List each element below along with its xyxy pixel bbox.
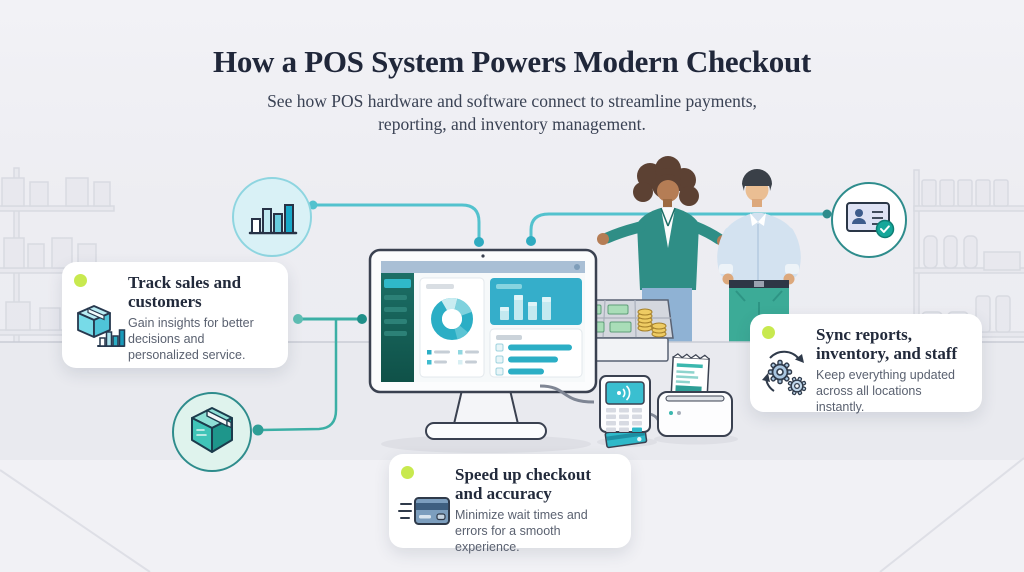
card-title: Speed up checkout and accuracy (455, 465, 592, 504)
connector-branch-to-package (259, 319, 338, 432)
cash-drawer (572, 299, 674, 362)
sync-gears-icon (758, 346, 814, 407)
node-inventory (172, 392, 252, 472)
connector-dot (822, 209, 832, 219)
receipt-printer (654, 353, 738, 445)
package-bar-chart-icon (74, 300, 126, 357)
header: How a POS System Powers Modern Checkout … (0, 0, 1024, 136)
card-speed-checkout: Speed up checkout and accuracy Minimize … (389, 454, 631, 554)
dashboard-list-card (489, 328, 583, 378)
terminal-keypad (606, 408, 642, 432)
package-box-icon (191, 407, 233, 453)
connector-analytics-to-monitor (313, 203, 481, 240)
card-sync-reports: Sync reports, inventory, and staff Keep … (750, 314, 982, 415)
connector-dot (293, 314, 303, 324)
card-description: Keep everything updated across all locat… (816, 368, 955, 415)
page-title: How a POS System Powers Modern Checkout (213, 44, 811, 79)
lime-dot-icon (762, 326, 775, 339)
lime-dot-icon (401, 466, 414, 479)
card-title: Sync reports, inventory, and staff (816, 325, 958, 364)
card-terminal (597, 375, 657, 449)
connector-dot (474, 237, 484, 247)
dashboard-bar-card (490, 278, 582, 325)
lime-dot-icon (74, 274, 87, 287)
credit-card-swipe-icon (397, 490, 453, 539)
page-subtitle: See how POS hardware and software connec… (267, 91, 757, 135)
node-sales-analytics (232, 177, 312, 257)
dashboard-topbar (381, 261, 585, 273)
connector-dot (357, 314, 367, 324)
connector-dot (526, 236, 536, 246)
card-track-sales: Track sales and customers Gain insights … (62, 262, 288, 368)
dashboard-sidebar (381, 273, 414, 382)
connector-idcard-to-monitor (529, 212, 827, 240)
bar-chart-icon (248, 204, 298, 235)
card-description: Gain insights for better decisions and p… (128, 316, 254, 363)
connector-dot (252, 424, 264, 436)
node-customer-profile (831, 182, 907, 258)
card-title: Track sales and customers (128, 273, 242, 312)
card-description: Minimize wait times and errors for a smo… (455, 508, 588, 555)
donut-legend (427, 350, 479, 365)
dashboard-donut-card (419, 277, 485, 378)
pos-dashboard-monitor (368, 248, 598, 394)
id-card-check-icon (846, 202, 895, 239)
